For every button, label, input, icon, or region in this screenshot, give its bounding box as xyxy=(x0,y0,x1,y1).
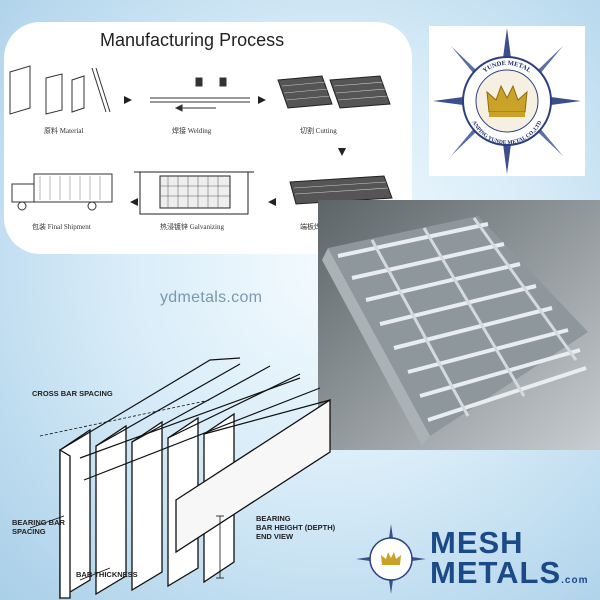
bar-thickness-label: BAR THICKNESS xyxy=(76,570,138,579)
step-welding-label: 焊接 Welding xyxy=(172,127,212,135)
cutting-illustration xyxy=(277,75,391,109)
cross-bar-spacing-label: CROSS BAR SPACING xyxy=(32,389,113,398)
grating-diagram xyxy=(29,357,331,600)
bearing-bar-spacing-label: BEARING BAR SPACING xyxy=(12,518,65,536)
step-galvanizing-label: 热浸镀锌 Galvanizing xyxy=(160,223,224,231)
company-logo: YUNDE METAL ANPING YUNDE METAL CO.,LTD xyxy=(429,26,585,176)
bearing-bar-height-label: BEARING BAR HEIGHT (DEPTH) END VIEW xyxy=(256,514,336,541)
brand-seal-icon xyxy=(356,524,426,594)
process-illustrations xyxy=(9,65,393,215)
material-illustration xyxy=(9,65,111,115)
truck-illustration xyxy=(11,173,113,211)
galvanizing-illustration xyxy=(134,171,254,215)
step-cutting-label: 切割 Cutting xyxy=(300,127,337,135)
process-title: Manufacturing Process xyxy=(100,30,285,50)
watermark-text: ydmetals.com xyxy=(160,289,263,306)
grating-photo xyxy=(318,200,600,450)
step-material-label: 原料 Material xyxy=(44,127,84,135)
welding-illustration xyxy=(150,77,250,112)
step-shipment-label: 包装 Final Shipment xyxy=(32,223,91,231)
crown-icon xyxy=(486,84,528,117)
brand-name: MESH METALS.com xyxy=(430,525,589,590)
